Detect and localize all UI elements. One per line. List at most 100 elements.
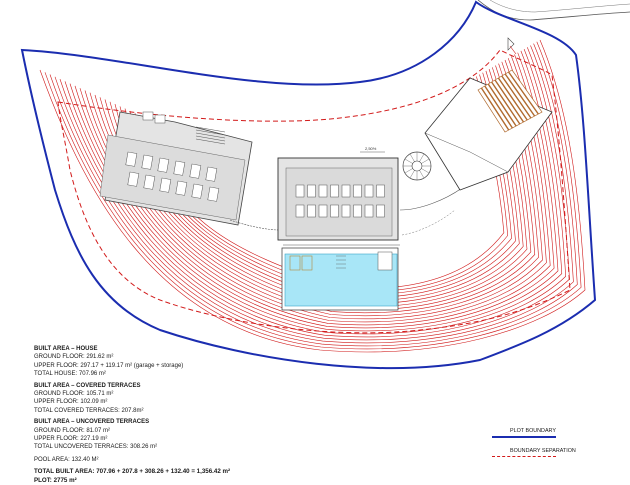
covered-upper-floor: UPPER FLOOR: 102.09 m² (34, 399, 108, 406)
contour-line (54, 45, 574, 344)
boundary-separation (57, 49, 571, 334)
uncovered-upper-floor: UPPER FLOOR: 227.19 m² (34, 436, 108, 443)
window (175, 180, 188, 196)
contour-line (89, 58, 547, 323)
window (364, 184, 374, 198)
stair-step (419, 170, 425, 179)
area-schedule: BUILT AREA – HOUSE GROUND FLOOR: 291.62 … (34, 345, 334, 485)
road-edge-inner (489, 0, 630, 13)
scale-label: 2,50% (365, 146, 377, 151)
contour-line (109, 65, 532, 311)
legend-boundary-separation-label: BOUNDARY SEPARATION (510, 448, 576, 454)
window (159, 177, 172, 193)
curved-terrace (399, 187, 463, 211)
pergola-slat (494, 79, 525, 123)
pergola-slat (487, 83, 517, 127)
stair-step (421, 168, 430, 174)
uncovered-terraces-heading: BUILT AREA – UNCOVERED TERRACES (34, 419, 150, 426)
window (143, 174, 156, 190)
window (376, 184, 385, 198)
stair-step (409, 153, 415, 162)
total-built-area: TOTAL BUILT AREA: 707.96 + 207.8 + 308.2… (34, 468, 231, 476)
uncovered-total: TOTAL UNCOVERED TERRACES: 308.26 m² (34, 444, 158, 451)
pergola-slat (504, 73, 536, 117)
stair-step (409, 170, 415, 179)
contour-line (44, 41, 582, 350)
window (353, 204, 362, 218)
pergola-slat (484, 85, 513, 129)
window (125, 151, 138, 167)
window (295, 204, 305, 218)
house-total: TOTAL HOUSE: 707.96 m² (34, 371, 106, 378)
legend: PLOT BOUNDARY BOUNDARY SEPARATION (492, 428, 602, 468)
window (207, 186, 220, 202)
legend-plot-boundary: PLOT BOUNDARY (492, 428, 602, 448)
window (364, 204, 374, 218)
contour-line (74, 52, 559, 332)
window (318, 204, 328, 218)
window (189, 163, 202, 179)
window (341, 204, 351, 218)
house-area-heading: BUILT AREA – HOUSE (34, 346, 98, 352)
contour-line (69, 50, 563, 335)
legend-boundary-separation: BOUNDARY SEPARATION (492, 448, 602, 468)
left-wing-windows (125, 151, 220, 202)
central-block-windows (295, 184, 385, 218)
stair-step (404, 158, 413, 164)
uncovered-ground-floor: GROUND FLOOR: 81.07 m² (34, 427, 111, 434)
pergola-slat (508, 71, 539, 115)
pool-area-group: POOL AREA: 132.40 M² (34, 456, 334, 464)
covered-terraces-group: BUILT AREA – COVERED TERRACES GROUND FLO… (34, 382, 334, 416)
left-wing-stair (195, 126, 226, 145)
contour-line (79, 54, 555, 329)
covered-terraces-heading: BUILT AREA – COVERED TERRACES (34, 382, 141, 389)
pergola-slat (501, 75, 532, 119)
window (307, 204, 316, 218)
contour-line (49, 43, 578, 347)
window (330, 184, 339, 198)
house-left-wing (99, 111, 281, 231)
contour-line (99, 61, 539, 317)
pool (281, 247, 399, 311)
window (141, 154, 154, 170)
house-ground-floor: GROUND FLOOR: 291.62 m² (34, 354, 114, 361)
covered-ground-floor: GROUND FLOOR: 105.71 m² (34, 391, 114, 398)
window (205, 166, 218, 182)
house-area-group: BUILT AREA – HOUSE GROUND FLOOR: 291.62 … (34, 345, 334, 379)
contour-line (84, 56, 551, 326)
legend-boundary-separation-swatch (492, 456, 556, 457)
window (295, 184, 305, 198)
stair-step (421, 158, 430, 164)
plot-area: PLOT: 2775 m² (34, 476, 77, 484)
contour-line (114, 67, 528, 308)
contour-line (64, 48, 567, 338)
window (318, 184, 328, 198)
plot-boundary (20, 0, 597, 370)
pergola-slat (497, 77, 528, 121)
window (330, 204, 339, 218)
pool-area: POOL AREA: 132.40 M² (34, 456, 99, 463)
curved-terrace-steps (401, 209, 456, 236)
uncovered-terraces-group: BUILT AREA – UNCOVERED TERRACES GROUND F… (34, 418, 334, 452)
contour-line (94, 59, 543, 320)
spiral-staircase (402, 151, 432, 181)
entrance-marker (507, 37, 515, 51)
window (157, 157, 170, 173)
window (341, 184, 351, 198)
road-edge (477, 0, 630, 21)
stair-step (419, 153, 425, 162)
contour-line (39, 39, 586, 353)
covered-total: TOTAL COVERED TERRACES: 207.8m² (34, 407, 144, 414)
window (353, 184, 362, 198)
window (127, 171, 140, 187)
window (191, 183, 204, 199)
legend-plot-boundary-swatch (492, 436, 556, 438)
pergola-slats (477, 69, 543, 133)
window (173, 160, 186, 176)
house-central-block (277, 157, 400, 246)
pergola-slat (491, 81, 521, 125)
window (376, 204, 385, 218)
pergola-slat (480, 87, 510, 131)
contour-line (104, 63, 536, 314)
stair-step (404, 168, 413, 174)
